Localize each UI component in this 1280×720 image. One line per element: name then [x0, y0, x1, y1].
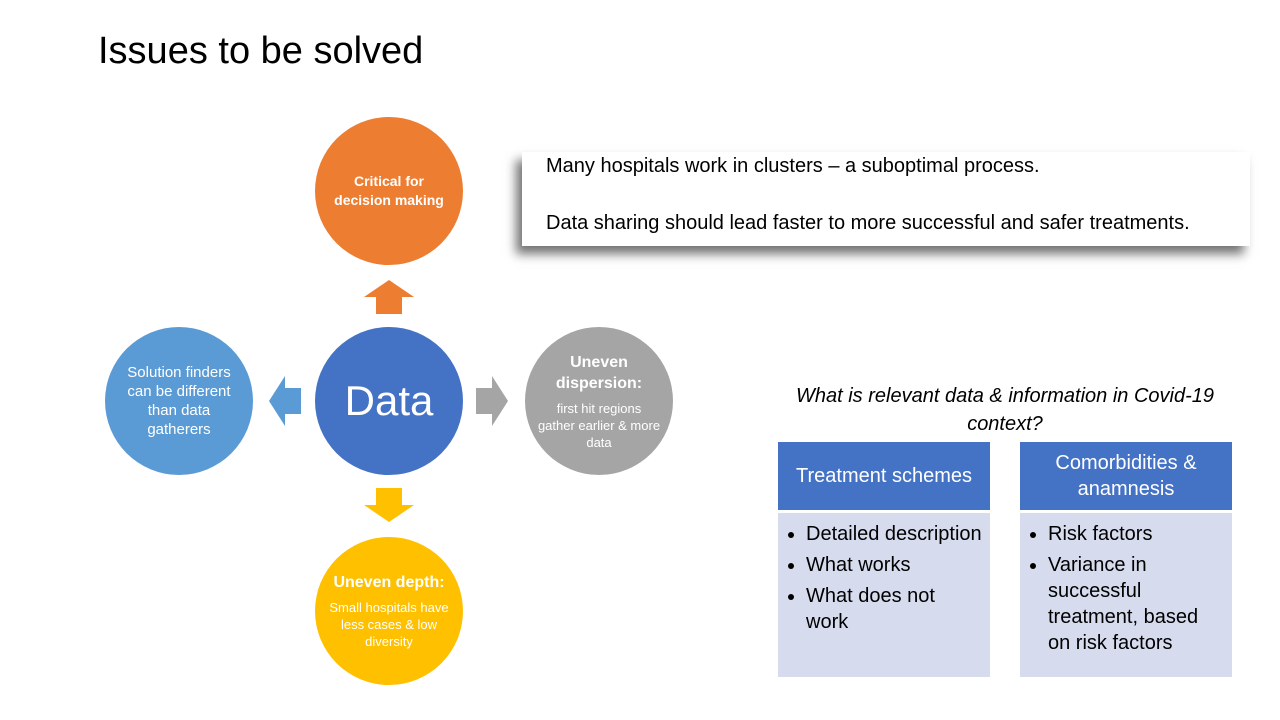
- arrow-down-icon: [364, 488, 414, 522]
- arrow-right-icon: [476, 376, 508, 426]
- treatment-schemes-body: Detailed description What works What doe…: [778, 513, 990, 677]
- list-item: What does not work: [806, 583, 982, 635]
- solution-finders-circle: Solution finders can be different than d…: [105, 327, 253, 475]
- callout-line-1: Many hospitals work in clusters – a subo…: [546, 155, 1040, 177]
- solution-finders-label: Solution finders can be different than d…: [127, 364, 231, 438]
- treatment-schemes-header: Treatment schemes: [778, 442, 990, 510]
- critical-label: Critical for decision making: [334, 173, 444, 208]
- list-item: Risk factors: [1048, 521, 1224, 547]
- arrow-left-icon: [269, 376, 301, 426]
- uneven-depth-heading: Uneven depth:: [333, 574, 445, 591]
- uneven-depth-circle: Uneven depth: Small hospitals have less …: [315, 537, 463, 685]
- list-item: Variance in successful treatment, based …: [1048, 552, 1224, 656]
- data-circle: Data: [315, 327, 463, 475]
- critical-circle: Critical for decision making: [315, 117, 463, 265]
- callout-box: [522, 152, 1250, 246]
- uneven-dispersion-heading: Uneven dispersion:: [555, 353, 643, 392]
- comorbidities-body: Risk factors Variance in successful trea…: [1020, 513, 1232, 677]
- uneven-dispersion-circle: Uneven dispersion: first hit regions gat…: [525, 327, 673, 475]
- comorbidities-header: Comorbidities & anamnesis: [1020, 442, 1232, 510]
- list-item: Detailed description: [806, 521, 982, 547]
- list-item: What works: [806, 552, 982, 578]
- relevant-data-question: What is relevant data & information in C…: [796, 385, 1214, 435]
- arrow-up-icon: [364, 280, 414, 314]
- callout-line-2: Data sharing should lead faster to more …: [546, 212, 1190, 234]
- slide-title: Issues to be solved: [98, 30, 424, 72]
- data-label: Data: [344, 377, 434, 424]
- uneven-depth-detail: Small hospitals have less cases & low di…: [329, 600, 449, 649]
- uneven-dispersion-detail: first hit regions gather earlier & more …: [537, 400, 661, 450]
